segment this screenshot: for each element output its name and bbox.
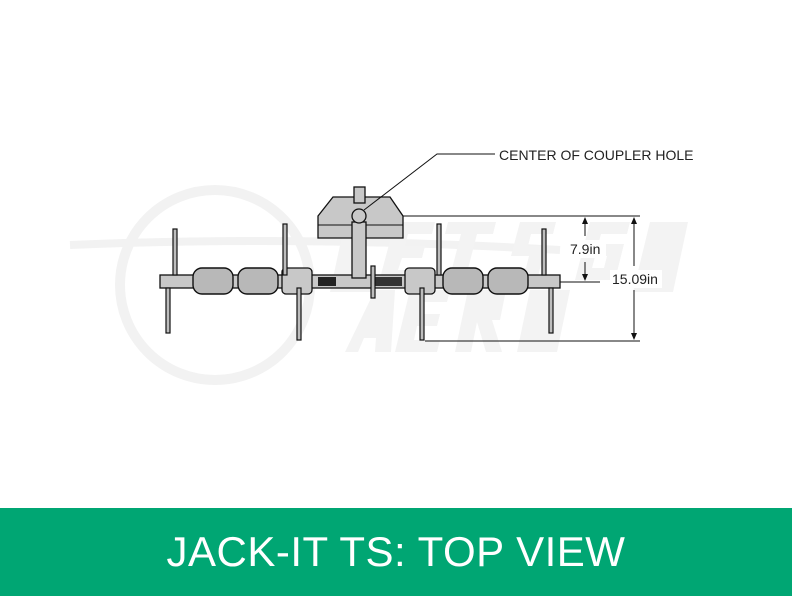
- coupler-callout: CENTER OF COUPLER HOLE: [363, 147, 693, 211]
- jack-assembly: [159, 186, 561, 341]
- dimension-short: 7.9in: [570, 241, 600, 257]
- dimension-lines: 7.9in 15.09in: [403, 215, 662, 342]
- callout-label: CENTER OF COUPLER HOLE: [499, 147, 693, 163]
- title-banner: JACK-IT TS: TOP VIEW: [0, 508, 792, 596]
- top-view-diagram: CENTER OF COUPLER HOLE 7.9in 15.09in: [69, 147, 693, 385]
- dimension-long: 15.09in: [612, 271, 658, 287]
- banner-title: JACK-IT TS: TOP VIEW: [166, 528, 626, 575]
